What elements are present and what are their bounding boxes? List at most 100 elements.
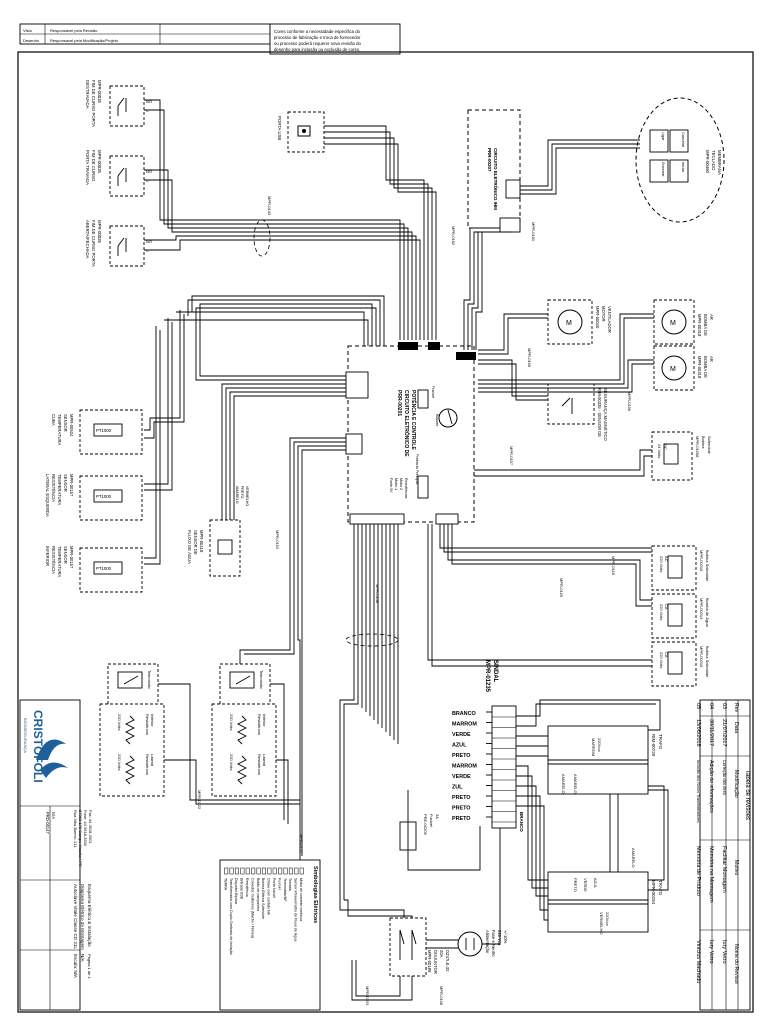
motor2-label-3: AR: [709, 314, 714, 320]
trafo2-w3: AZUL: [593, 878, 598, 889]
address-1: Rua Mira Bueno, 211: [73, 810, 78, 848]
legend-symbol-9: [256, 867, 261, 875]
legend-text-12: Entrada USB: [240, 878, 244, 900]
wire-label-1: BRANCO: [452, 711, 476, 717]
heater2b-label: Resistência: [257, 754, 262, 775]
sensor1-label-2: SENSOR: [63, 414, 68, 432]
cable-label-3: MPR-0161: [531, 222, 536, 242]
load2-label-1: MPR-00313: [699, 598, 704, 620]
header-note-1: Cores conforme a necessidade específica …: [274, 29, 361, 34]
load1-ac: AC: [664, 556, 669, 562]
rev1-rev: 03: [721, 703, 727, 709]
legend-text-10: Conector multipinos (Macho / Fêmea): [250, 878, 254, 938]
motor3-label-1: MPR-00318: [697, 356, 702, 379]
legend-text-2: Sensor infravermelho de Fluxo de Água: [294, 878, 298, 941]
board-title-1: PRR-00201: [396, 390, 402, 416]
legend-text-11: Resistência: [245, 878, 249, 897]
wire-label-7: VERDE: [452, 774, 471, 780]
load1-label-2: Bobina Solenóide: [705, 550, 710, 582]
heater1a-label: Resistência: [145, 714, 150, 735]
trafo2-w5: 220Vca: [605, 912, 610, 926]
company-name: CRISTÓFOLI: [31, 710, 46, 783]
branco-vertical: BRANCO: [519, 812, 524, 832]
legend-symbol-1: [299, 867, 304, 875]
cable-label-6: MPR-0156: [527, 348, 532, 368]
air-pump1-icon: [661, 309, 687, 335]
cable-label-12: MPR-0122: [197, 790, 202, 810]
drawing-frame: [17, 51, 754, 1013]
board-term-3: Motor 2: [399, 478, 403, 490]
legend-text-8: Bobina Elétrica Solenóide: [261, 878, 265, 919]
legend-symbol-10: [251, 867, 256, 875]
sensor2-label-1: MPR-00157: [69, 474, 74, 497]
rev3-date: 13/06/2018: [695, 719, 701, 747]
header-note-2: processo de fabricação e troca de fornec…: [274, 35, 361, 40]
sensor1-label-1: MPR-00524: [69, 414, 74, 437]
rev3-rev: 05: [695, 703, 701, 709]
heater1b-sub: Lateral: [150, 754, 155, 766]
mains-label-3: 220 Vca: [497, 930, 502, 946]
legend-text-9: Botão de campainha: [256, 878, 260, 911]
rev-h-mod: Modificação: [733, 770, 739, 798]
trafo2-w2: VERDE: [583, 878, 588, 892]
legend-symbol-7: [267, 867, 272, 875]
legend-entry-10: Conector multipinos (Macho / Fêmea): [250, 867, 256, 938]
legend-symbol-12: [240, 867, 245, 875]
rev2-reason: Memória na Montagem: [708, 846, 714, 903]
breaker-label-2: DISJUNTOR: [433, 950, 438, 974]
motor2-label-1: MPR-00318: [697, 314, 702, 337]
heater2b-sub: Lateral: [262, 754, 267, 766]
trafo1-label-2: TRAFO: [658, 734, 663, 750]
ihm-board: PRR-00207 CIRCUITO ELETRÔNICO IHM MPR-01…: [463, 109, 640, 350]
legend-symbol-2: [294, 867, 299, 875]
rev-h-reason: Motivo: [733, 860, 739, 875]
heater1b-volts: 220 Volts: [117, 754, 122, 770]
legend-symbol-3: [288, 867, 293, 875]
legend-symbol-5: [278, 867, 283, 875]
header-strip: Visto Responsável pela Revisão Desenho R…: [19, 23, 401, 55]
legend-symbol-4: [283, 867, 288, 875]
rev3-mod: Inclusão dos Novos Transformadores: [696, 760, 700, 823]
breaker-label-1: MPR-00189: [427, 950, 432, 973]
terminal-block: MPR-01235 SINDAL BRANCOMARROMVERDEAZULPR…: [399, 660, 524, 871]
valve24-label-1: MPR-01098: [695, 436, 700, 458]
legend-entry-2: Sensor infravermelho de Fluxo de Água: [294, 867, 299, 941]
legend-entry-8: Bobina Elétrica Solenóide: [261, 867, 266, 919]
legend-entry-11: Resistência: [245, 867, 250, 897]
security-sensor-label-2: SEGURANÇA MAGNÉTICO: [603, 388, 608, 442]
wire-label-8: ZUL: [452, 785, 463, 791]
power-input: MPR-00189 DISJUNTOR 20A DZ47LE-32 Alimen…: [339, 828, 508, 1006]
sensor3-label-2: SENSOR: [63, 546, 68, 564]
cable-label-14: MPR-0103: [365, 986, 370, 1006]
legend-text-5: Fusível: [277, 878, 281, 890]
legend-entry-3: Tomada: [288, 867, 293, 891]
flow-label-1: MPR-00418: [199, 530, 204, 553]
motor1-label-1: MPR-00040: [595, 306, 600, 329]
flow-wire-2: PRETO: [240, 486, 244, 499]
buzzer-icon: [438, 408, 458, 428]
wire-label-2: MARROM: [452, 722, 477, 728]
valve24-label-3: Solenóide: [707, 436, 712, 455]
rev2-name: Iury Vetro: [708, 940, 714, 964]
header-row2-left: Desenho: [23, 38, 40, 43]
cable-label-7: MPR-0156: [627, 392, 632, 412]
cable-label-9: MPR-0118: [611, 556, 616, 576]
mains-label-4: +/-10%: [503, 930, 508, 944]
code-label: PRD-00147: [45, 812, 50, 835]
key-ligar: Ligar: [661, 132, 665, 141]
address-2: 87303-170 Campo Mourão / PR: [78, 810, 83, 867]
keypad: MPR-00460 TECLADO MEMBRANA Ligar Encerra…: [635, 97, 725, 223]
ihm-title-2: CIRCUITO ELETRÔNICO IHM: [493, 148, 500, 210]
header-note-4: desenho para inclusão ou exclusão de cor…: [274, 47, 360, 52]
sensor3-type: PT1000: [96, 566, 112, 571]
header-row1-mid: Responsável pela Revisão: [50, 28, 98, 33]
switch2-no: NO: [146, 169, 152, 174]
key-encerrar: Encerrar: [661, 162, 665, 177]
cable-label-8: MPR-0157: [509, 446, 514, 466]
symbols-legend: Simbologias Elétricas Motor de corrente …: [219, 859, 321, 1011]
motor1-label-2: MOTOR: [601, 306, 606, 322]
switch3-label-2: FIM DE CURSO PORTA: [91, 220, 96, 267]
air-pump2-icon: [661, 355, 687, 381]
buzzer-label: Buzzer: [435, 414, 440, 427]
desc-3: Esquema Elétrico & Instalação: [87, 884, 92, 947]
